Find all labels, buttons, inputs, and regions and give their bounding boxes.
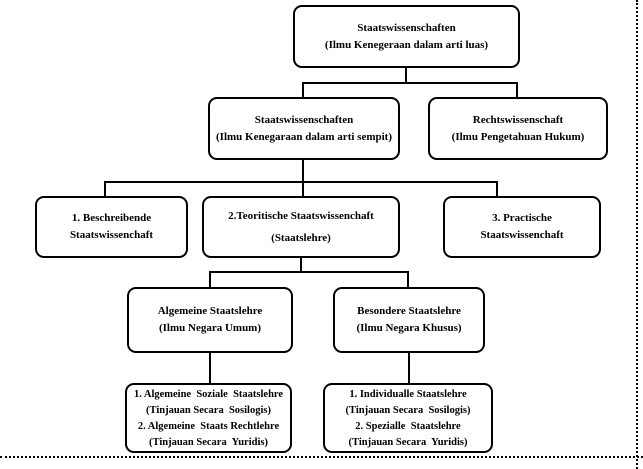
node-practische: 3. Practische Staatswissenchaft bbox=[443, 196, 601, 258]
page-border-right bbox=[636, 0, 638, 469]
list-item: 1. Algemeine Soziale Staatslehre bbox=[133, 388, 284, 400]
node-besondere-staatslehre: Besondere Staatslehre (Ilmu Negara Khusu… bbox=[333, 287, 485, 353]
connector-level2-horizontal bbox=[302, 82, 518, 84]
node-teoritische: 2.Teoritische Staatswissenchaft (Staatsl… bbox=[202, 196, 400, 258]
connector-teoritische-stem bbox=[300, 257, 302, 273]
node-subtitle: (Ilmu Pengetahuan Hukum) bbox=[451, 130, 585, 143]
list-item: (Tinjauan Secara Sosilogis) bbox=[146, 404, 271, 416]
connector-drop-algemeine bbox=[209, 271, 211, 288]
connector-level4-horizontal bbox=[209, 271, 409, 273]
list-item: (Tinjauan Secara Yuridis) bbox=[348, 436, 468, 448]
node-title: 3. Practische bbox=[492, 212, 552, 224]
connector-besondere-detail bbox=[408, 351, 410, 384]
connector-drop-rechts bbox=[516, 82, 518, 98]
node-besondere-detail: 1. Individualle Staatslehre (Tinjauan Se… bbox=[323, 383, 493, 453]
node-algemeine-detail: 1. Algemeine Soziale Staatslehre (Tinjau… bbox=[125, 383, 292, 453]
node-title: Staatswissenschaften bbox=[357, 21, 456, 34]
node-subtitle: (Ilmu Kenegeraan dalam arti luas) bbox=[324, 38, 489, 51]
list-item: 1. Individualle Staatslehre bbox=[349, 388, 467, 400]
node-algemeine-staatslehre: Algemeine Staatslehre (Ilmu Negara Umum) bbox=[127, 287, 293, 353]
node-rechtswissenschaft: Rechtswissenschaft (Ilmu Pengetahuan Huk… bbox=[428, 97, 608, 160]
connector-drop-practische bbox=[496, 181, 498, 197]
node-subtitle: (Ilmu Kenegaraan dalam arti sempit) bbox=[216, 130, 392, 143]
node-title: 1. Beschreibende bbox=[71, 212, 152, 224]
node-title: Besondere Staatslehre bbox=[357, 305, 461, 317]
list-item: (Tinjauan Secara Sosilogis) bbox=[345, 404, 471, 416]
page-border-bottom bbox=[0, 456, 643, 458]
node-beschreibende: 1. Beschreibende Staatswissenchaft bbox=[35, 196, 188, 258]
connector-root-stem bbox=[405, 67, 407, 83]
node-title: 2.Teoritische Staatswissenchaft bbox=[228, 209, 374, 222]
connector-drop-teoritische bbox=[302, 181, 304, 197]
node-subtitle: (Staatslehre) bbox=[271, 231, 331, 244]
node-title: Rechtswissenschaft bbox=[472, 113, 564, 126]
connector-drop-staats-sempit bbox=[302, 82, 304, 98]
list-item: (Tinjauan Secara Yuridis) bbox=[149, 436, 268, 448]
connector-drop-besondere bbox=[407, 271, 409, 288]
node-staatswissenschaften-luas: Staatswissenschaften (Ilmu Kenegeraan da… bbox=[293, 5, 520, 68]
node-subtitle: (Ilmu Negara Khusus) bbox=[356, 322, 462, 334]
connector-drop-beschreibende bbox=[104, 181, 106, 197]
list-item: 2. Spezialle Staatslehre bbox=[355, 420, 461, 432]
node-title: Algemeine Staatslehre bbox=[157, 305, 263, 317]
node-subtitle: Staatswissenchaft bbox=[69, 229, 154, 241]
node-staatswissenschaften-sempit: Staatswissenschaften (Ilmu Kenegaraan da… bbox=[208, 97, 400, 160]
connector-algemeine-detail bbox=[209, 351, 211, 384]
connector-level3-horizontal bbox=[104, 181, 498, 183]
node-subtitle: (Ilmu Negara Umum) bbox=[158, 322, 262, 334]
list-item: 2. Algemeine Staats Rechtlehre bbox=[137, 420, 280, 432]
node-subtitle: Staatswissenchaft bbox=[480, 229, 564, 241]
node-title: Staatswissenschaften bbox=[254, 113, 354, 126]
connector-sempit-stem bbox=[302, 159, 304, 183]
